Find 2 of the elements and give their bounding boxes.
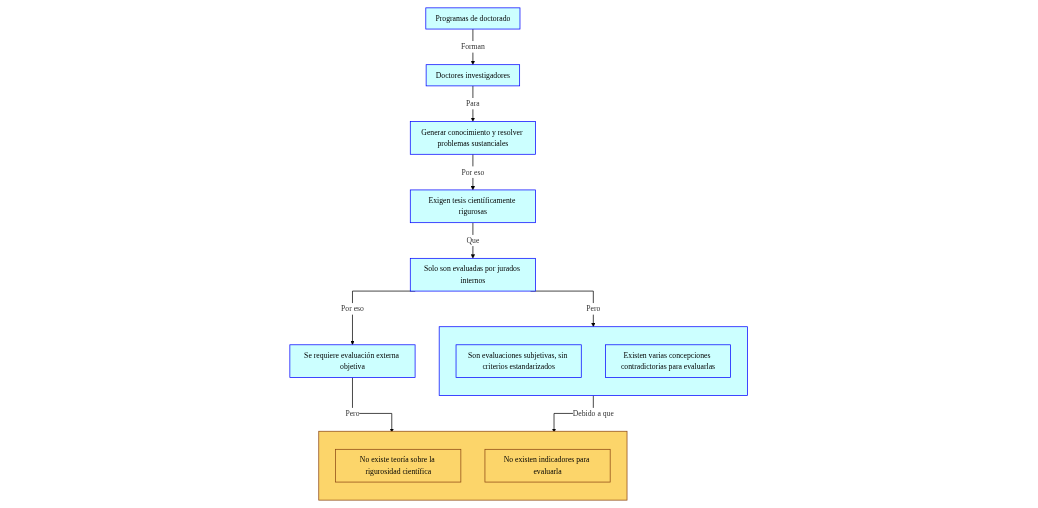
cluster <box>318 430 628 501</box>
cluster <box>439 326 749 396</box>
